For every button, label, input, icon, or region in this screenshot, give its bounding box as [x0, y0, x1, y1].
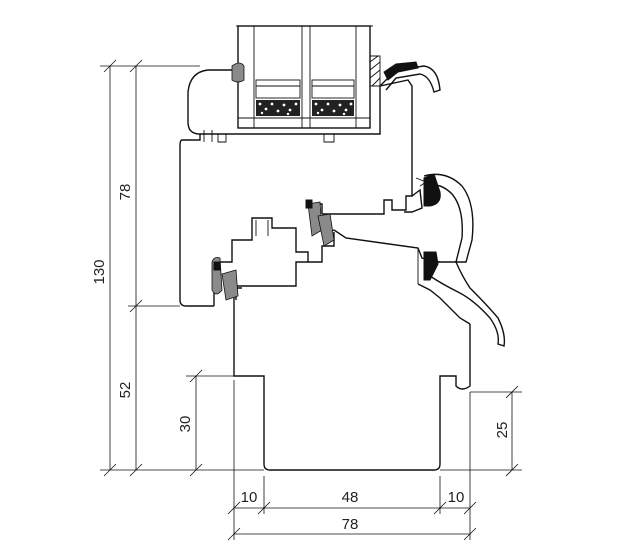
desiccant-left: [256, 100, 300, 116]
dim-label-130: 130: [91, 259, 108, 284]
weather-drip: [415, 173, 506, 347]
dim-label-78-horizontal: 78: [342, 516, 359, 533]
dim-label-10-right: 10: [448, 489, 465, 506]
dim-label-30: 30: [177, 416, 194, 433]
dimension-lines: [100, 59, 522, 541]
desiccant-right: [312, 100, 354, 116]
sash-profile: [179, 55, 441, 307]
glazing-unit: [236, 25, 374, 129]
dim-label-78-vertical: 78: [117, 184, 134, 201]
dim-label-25: 25: [494, 422, 511, 439]
gaskets: [211, 199, 335, 301]
dim-label-52: 52: [117, 382, 134, 399]
dim-label-10-left: 10: [241, 489, 258, 506]
dim-label-48: 48: [342, 489, 359, 506]
